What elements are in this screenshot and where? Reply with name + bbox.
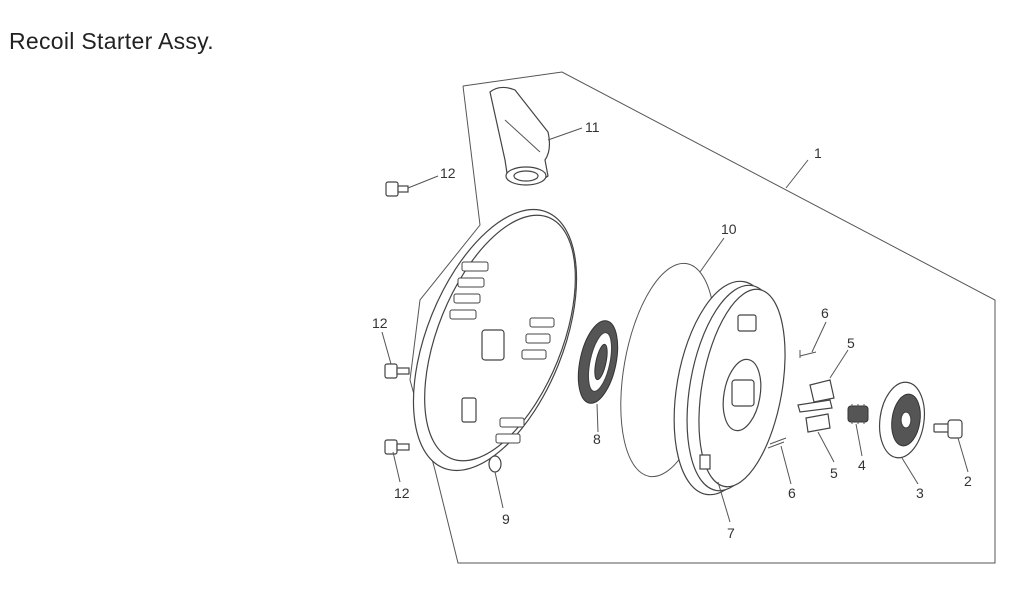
callout-11: 11 [585,119,600,135]
bolt-part-12-top [385,181,409,197]
pin-part-6-bottom [767,437,787,449]
bolt-part-12-middle [384,363,410,379]
callout-9: 9 [502,511,510,527]
callout-12-top: 12 [440,165,456,181]
callout-1: 1 [814,145,822,161]
callout-12-middle: 12 [372,315,388,331]
callout-6-top: 6 [821,305,829,321]
callout-8: 8 [593,431,601,447]
callout-10: 10 [721,221,737,237]
spiral-spring-part-8 [577,320,619,404]
starter-handle-part-11 [489,86,551,186]
leader-lines [381,127,969,523]
callout-7: 7 [727,525,735,541]
reel-part-7 [673,280,786,496]
ratchet-guide-part-3 [878,381,926,459]
callout-4: 4 [858,457,866,473]
spring-part-4 [847,404,869,424]
assembly-boundary [409,71,996,564]
callout-12-bottom: 12 [394,485,410,501]
bolt-part-2 [933,419,963,439]
callout-3: 3 [916,485,924,501]
callout-2: 2 [964,473,972,489]
starter-case-part-9 [412,208,578,473]
ratchet-part-5-top [797,379,835,413]
callout-5-bottom: 5 [830,465,838,481]
callout-6-bottom: 6 [788,485,796,501]
page-title: Recoil Starter Assy. [9,28,214,54]
bolt-part-12-bottom [384,439,410,455]
ratchet-part-5-bottom [805,413,831,433]
callout-5-top: 5 [847,335,855,351]
pin-part-6-top [799,350,817,358]
